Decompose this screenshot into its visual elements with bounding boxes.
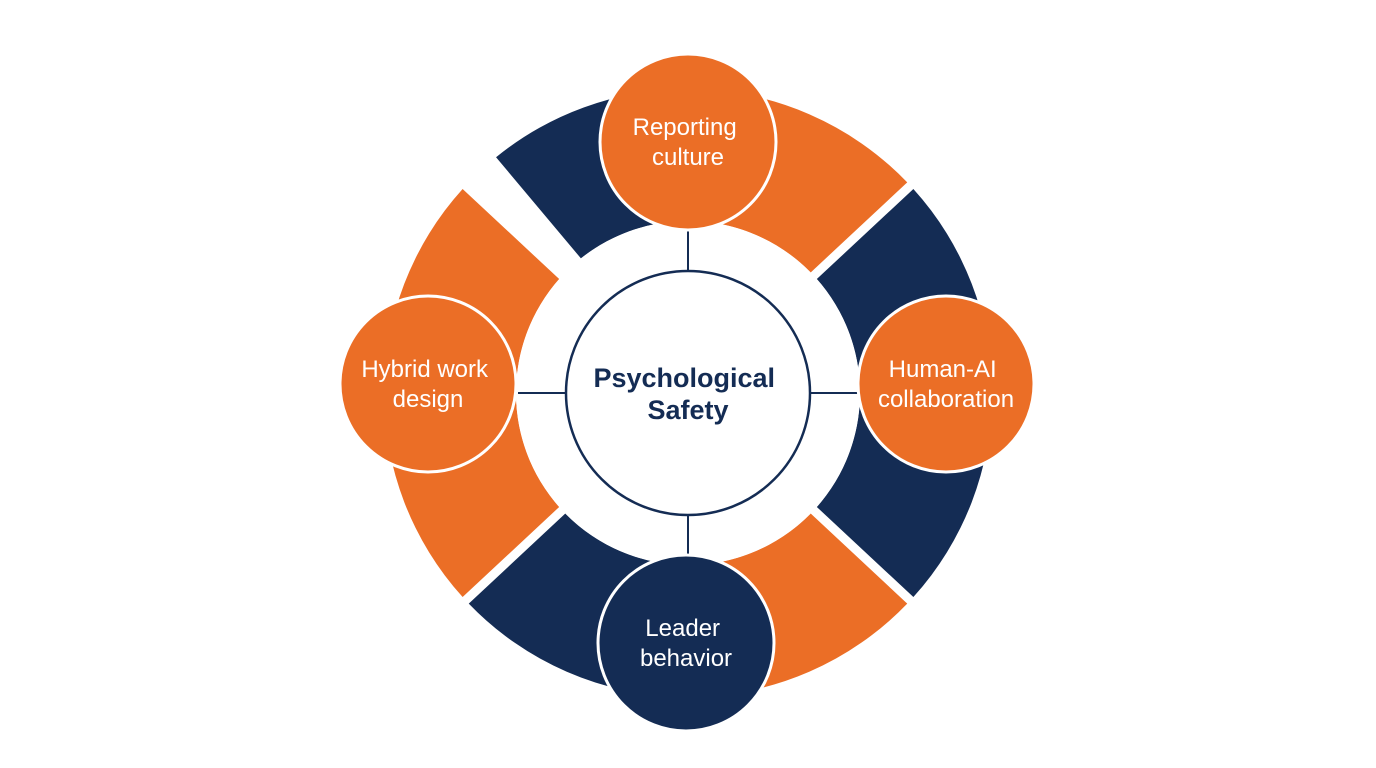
- center-label-line-1: Psychological: [593, 363, 775, 393]
- node-reporting-culture: Reporting culture: [598, 52, 778, 232]
- node-hybrid-work-design-circle: [338, 294, 518, 474]
- node-reporting-culture-line-2: culture: [652, 144, 724, 171]
- node-leader-behavior-label: Leader behavior: [640, 615, 732, 672]
- node-hybrid-work-design-label: Hybrid work design: [361, 356, 494, 413]
- node-leader-behavior: Leader behavior: [596, 553, 776, 733]
- node-leader-behavior-circle: [596, 553, 776, 733]
- node-leader-behavior-line-1: Leader: [645, 615, 720, 642]
- center-hub: Psychological Safety: [516, 221, 860, 565]
- node-human-ai-collaboration: Human-AI collaboration: [856, 294, 1036, 474]
- node-reporting-culture-label: Reporting culture: [633, 114, 744, 171]
- center-label-line-2: Safety: [647, 395, 728, 425]
- node-human-ai-collaboration-line-2: collaboration: [878, 386, 1014, 413]
- node-hybrid-work-design-line-1: Hybrid work: [361, 356, 489, 383]
- node-reporting-culture-circle: [598, 52, 778, 232]
- node-human-ai-collaboration-circle: [856, 294, 1036, 474]
- node-hybrid-work-design-line-2: design: [393, 386, 464, 413]
- node-reporting-culture-line-1: Reporting: [633, 114, 737, 141]
- node-hybrid-work-design: Hybrid work design: [338, 294, 518, 474]
- center-label: Psychological Safety: [593, 363, 782, 425]
- node-leader-behavior-line-2: behavior: [640, 645, 732, 672]
- node-human-ai-collaboration-label: Human-AI collaboration: [878, 356, 1014, 413]
- center-circle: [564, 269, 812, 517]
- node-human-ai-collaboration-line-1: Human-AI: [889, 356, 997, 383]
